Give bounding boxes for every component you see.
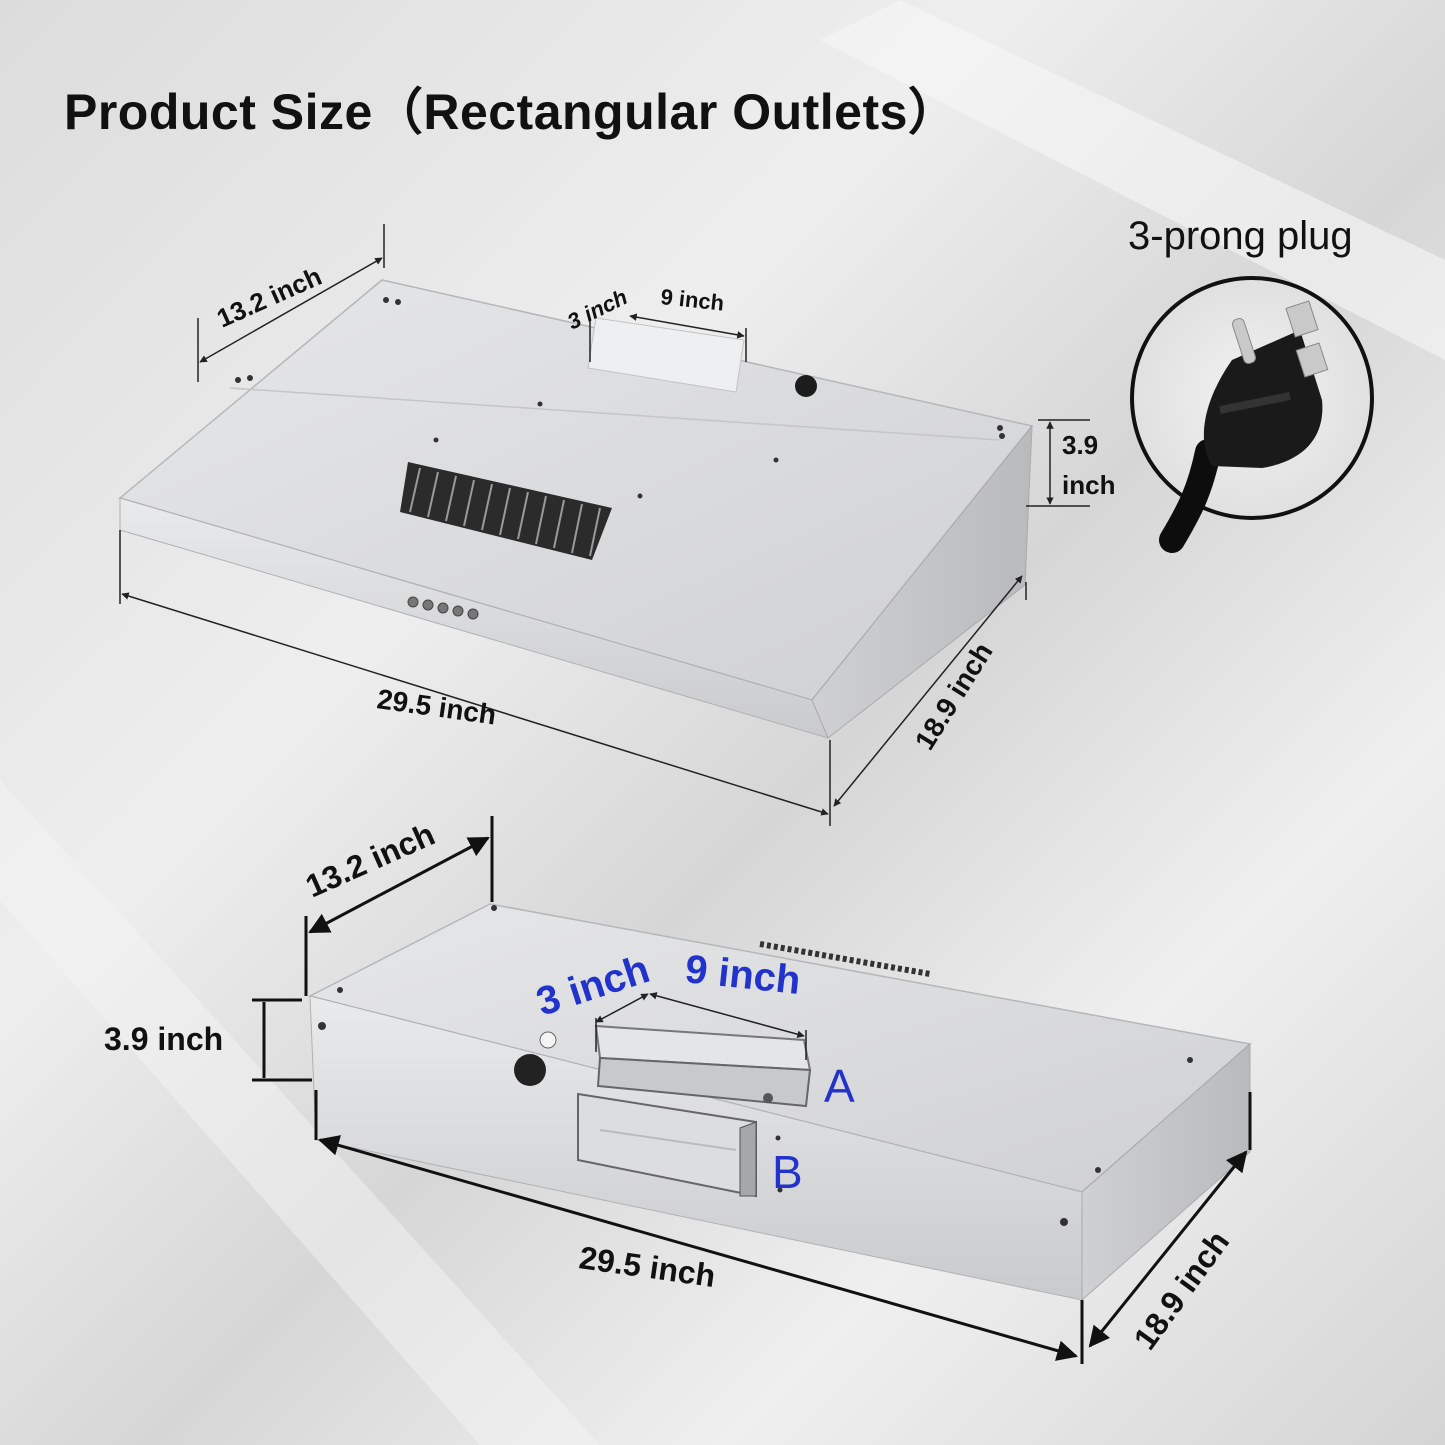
prong-left: [1231, 318, 1257, 364]
prong-middle: [1285, 300, 1319, 338]
vent-grille: [400, 462, 612, 560]
plug-label: 3-prong plug: [1128, 214, 1353, 258]
power-cord-hole: [514, 1054, 546, 1086]
top-width-label: 29.5 inch: [375, 683, 498, 730]
top-height-label: 3.9: [1062, 430, 1098, 460]
bottom-dimension-lines: [252, 816, 1252, 1364]
top-dimension-lines: [119, 224, 1090, 826]
bottom-outlet-dimension-lines: [595, 992, 807, 1060]
bottom-height-label: 3.9 inch: [104, 1021, 223, 1057]
prong-right: [1295, 342, 1329, 378]
range-hood-top-view: [118, 279, 1034, 739]
outlet-a-label: A: [824, 1060, 855, 1112]
top-height-unit-label: inch: [1062, 470, 1115, 500]
bottom-depth-top-label: 13.2 inch: [300, 816, 440, 905]
power-cord: [1159, 439, 1221, 553]
plug-photo: [1130, 276, 1374, 553]
page-title: Product Size（Rectangular Outlets）: [64, 84, 959, 140]
outlet-b-label: B: [772, 1146, 803, 1198]
power-cord-hole: [795, 375, 817, 397]
top-outlet-width-label: 9 inch: [659, 284, 725, 316]
